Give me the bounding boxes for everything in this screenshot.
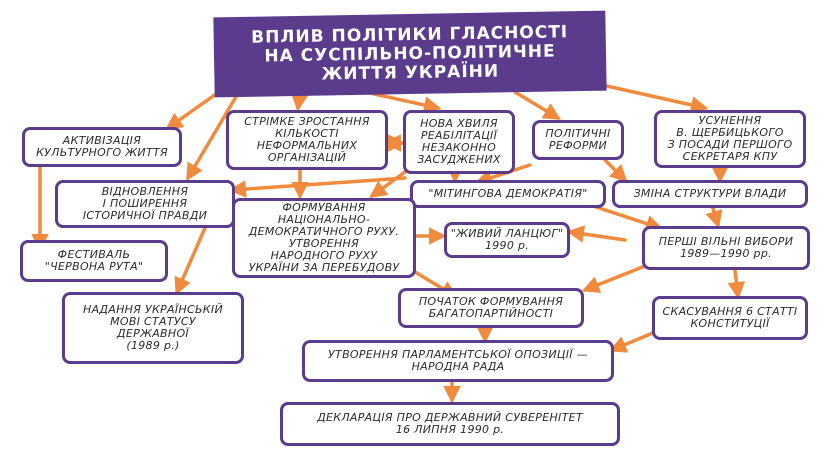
node-sovereignty-declaration: ДЕКЛАРАЦІЯ ПРО ДЕРЖАВНИЙ СУВЕРЕНІТЕТ 16 … (280, 402, 620, 446)
node-multiparty: ПОЧАТОК ФОРМУВАННЯ БАГАТОПАРТІЙНОСТІ (398, 288, 584, 328)
arrow (705, 203, 723, 229)
arrow (228, 176, 407, 198)
node-label: УСУНЕННЯ В. ЩЕРБИЦЬКОГО З ПОСАДИ ПЕРШОГО… (667, 114, 793, 163)
node-label: ДЕКЛАРАЦІЯ ПРО ДЕРЖАВНИЙ СУВЕРЕНІТЕТ 16 … (317, 411, 583, 436)
arrow (513, 90, 561, 120)
node-shcherbytsky-removal: УСУНЕННЯ В. ЩЕРБИЦЬКОГО З ПОСАДИ ПЕРШОГО… (654, 110, 806, 168)
node-label: УТВОРЕННЯ ПАРЛАМЕНТСЬКОЇ ОПОЗИЦІЇ — НАРО… (328, 348, 588, 373)
diagram-title-text: ВПЛИВ ПОЛІТИКИ ГЛАСНОСТІ НА СУСПІЛЬНО-ПО… (250, 21, 569, 85)
node-activization: АКТИВІЗАЦІЯ КУЛЬТУРНОГО ЖИТТЯ (22, 127, 182, 167)
node-label: "МІТИНГОВА ДЕМОКРАТІЯ" (428, 187, 588, 200)
node-label: НАДАННЯ УКРАЇНСЬКІЙ МОВІ СТАТУСУ ДЕРЖАВН… (83, 303, 223, 352)
arrow (186, 88, 242, 182)
node-national-movement: ФОРМУВАННЯ НАЦІОНАЛЬНО- ДЕМОКРАТИЧНОГО Р… (232, 198, 416, 278)
node-historical-truth: ВІДНОВЛЕННЯ І ПОШИРЕННЯ ІСТОРИЧНОЇ ПРАВД… (55, 180, 235, 228)
arrow (603, 158, 628, 183)
node-label: "ЖИВИЙ ЛАНЦЮГ" 1990 р. (450, 227, 564, 252)
node-power-structure: ЗМІНА СТРУКТУРИ ВЛАДИ (612, 180, 808, 208)
node-political-reforms: ПОЛІТИЧНІ РЕФОРМИ (532, 120, 624, 160)
arrow (727, 268, 746, 300)
node-rehabilitation: НОВА ХВИЛЯ РЕАБІЛІТАЦІЇ НЕЗАКОННО ЗАСУДЖ… (403, 110, 515, 174)
arrow (363, 90, 442, 114)
node-label: СТРІМКЕ ЗРОСТАННЯ КІЛЬКОСТІ НЕФОРМАЛЬНИХ… (244, 115, 370, 164)
arrow (566, 225, 627, 243)
node-label: ВІДНОВЛЕННЯ І ПОШИРЕННЯ ІСТОРИЧНОЇ ПРАВД… (82, 185, 208, 222)
node-living-chain: "ЖИВИЙ ЛАНЦЮГ" 1990 р. (444, 222, 570, 258)
node-label: ФЕСТИВАЛЬ "ЧЕРВОНА РУТА" (44, 248, 144, 273)
node-label: ФОРМУВАННЯ НАЦІОНАЛЬНО- ДЕМОКРАТИЧНОГО Р… (248, 201, 400, 274)
arrow (369, 170, 407, 199)
node-rally-democracy: "МІТИНГОВА ДЕМОКРАТІЯ" (410, 180, 606, 208)
node-label: СКАСУВАННЯ 6 СТАТТІ КОНСТИТУЦІЇ (662, 305, 798, 330)
arrow (588, 203, 664, 232)
node-free-elections: ПЕРШІ ВІЛЬНІ ВИБОРИ 1989—1990 рр. (642, 226, 810, 270)
node-label: ПЕРШІ ВІЛЬНІ ВИБОРИ 1989—1990 рр. (658, 235, 794, 260)
node-informal-organizations: СТРІМКЕ ЗРОСТАННЯ КІЛЬКОСТІ НЕФОРМАЛЬНИХ… (226, 110, 388, 170)
node-label: ПОЧАТОК ФОРМУВАННЯ БАГАТОПАРТІЙНОСТІ (418, 295, 564, 320)
node-label: ПОЛІТИЧНІ РЕФОРМИ (545, 127, 611, 152)
node-label: АКТИВІЗАЦІЯ КУЛЬТУРНОГО ЖИТТЯ (36, 134, 168, 159)
node-label: НОВА ХВИЛЯ РЕАБІЛІТАЦІЇ НЕЗАКОННО ЗАСУДЖ… (417, 117, 501, 166)
arrow (174, 226, 207, 296)
node-article-6: СКАСУВАННЯ 6 СТАТТІ КОНСТИТУЦІЇ (652, 296, 808, 340)
node-ukrainian-language: НАДАННЯ УКРАЇНСЬКІЙ МОВІ СТАТУСУ ДЕРЖАВН… (62, 292, 244, 364)
diagram-title: ВПЛИВ ПОЛІТИКИ ГЛАСНОСТІ НА СУСПІЛЬНО-ПО… (213, 10, 607, 98)
node-parliamentary-opposition: УТВОРЕННЯ ПАРЛАМЕНТСЬКОЇ ОПОЗИЦІЇ — НАРО… (302, 340, 614, 382)
node-label: ЗМІНА СТРУКТУРИ ВЛАДИ (633, 187, 787, 200)
node-chervona-ruta: ФЕСТИВАЛЬ "ЧЕРВОНА РУТА" (20, 240, 168, 282)
